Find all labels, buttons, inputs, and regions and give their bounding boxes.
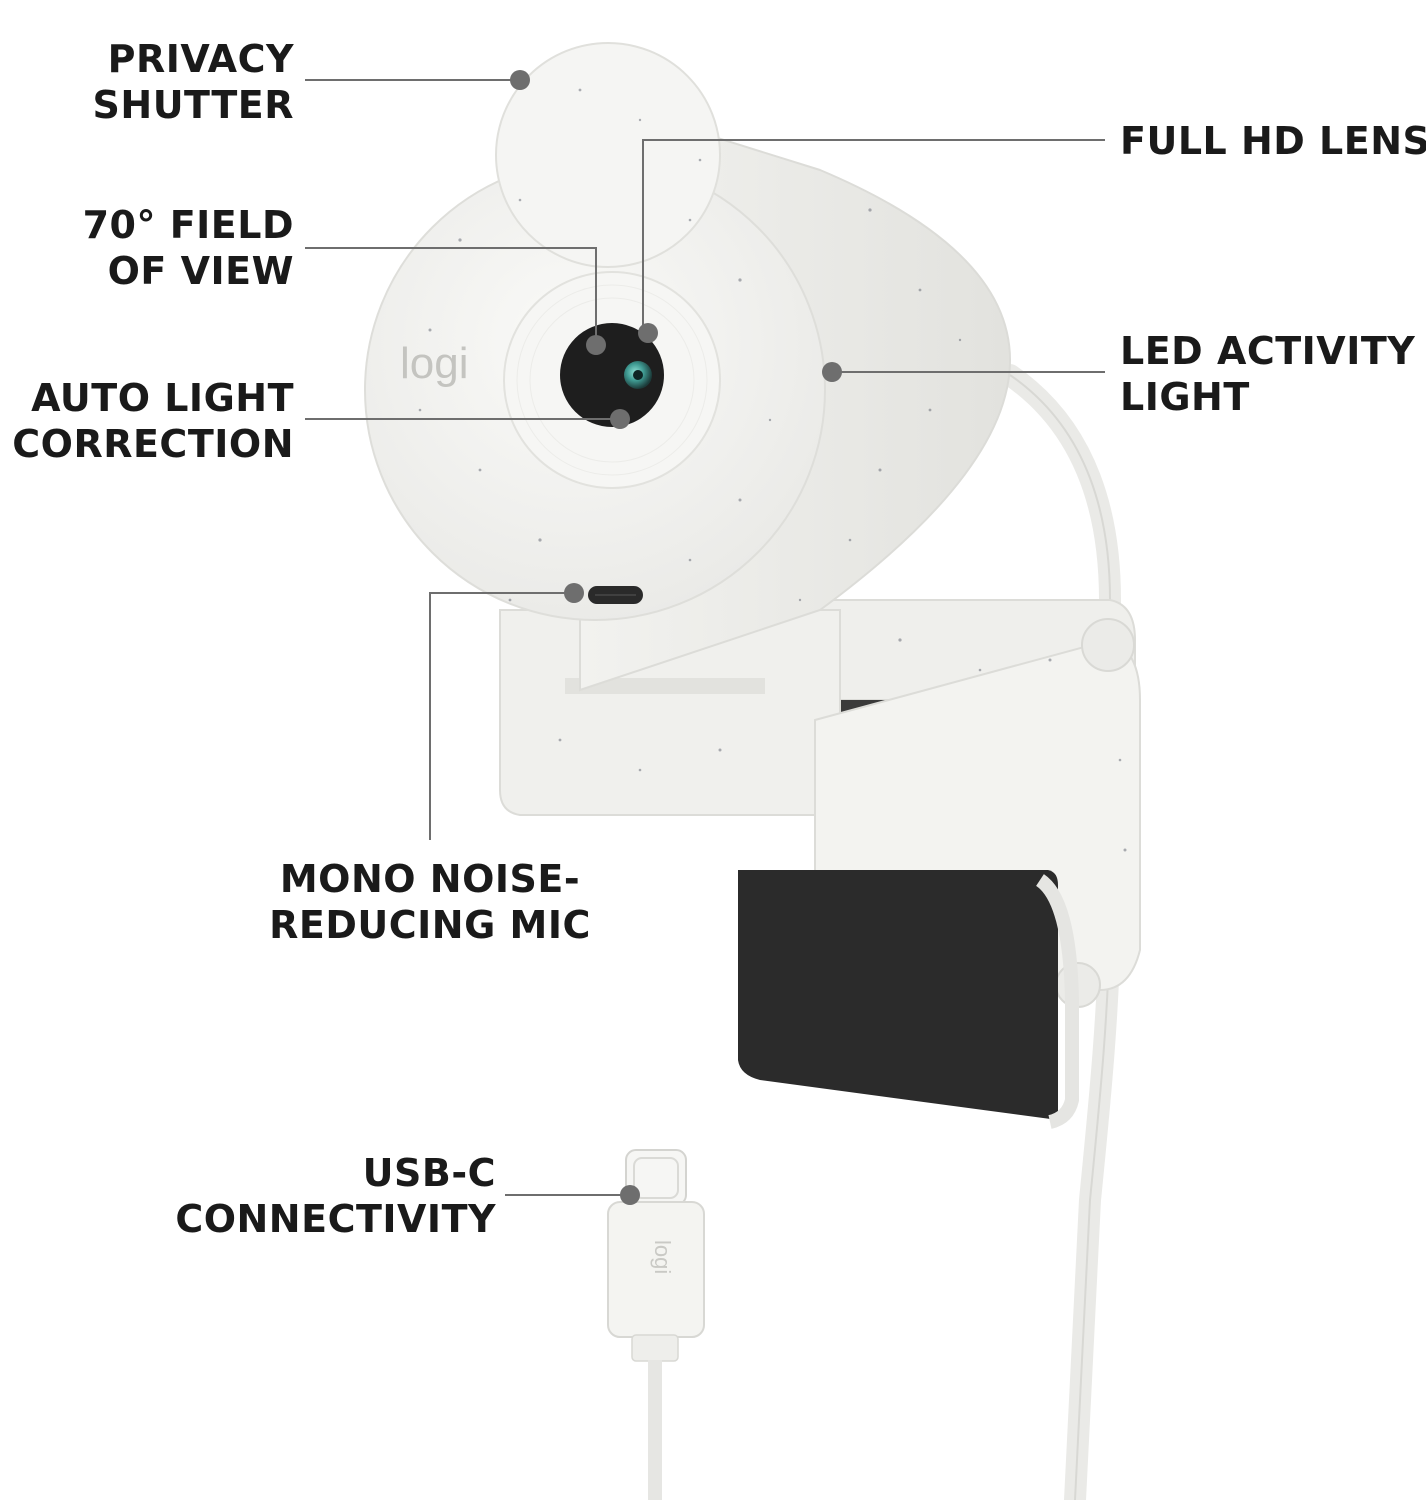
callout-led-activity-light: LED ACTIVITY LIGHT <box>1120 328 1415 420</box>
callout-dot-fov <box>586 335 606 355</box>
callout-dot-mic <box>564 583 584 603</box>
clip-pad <box>738 870 1058 1120</box>
front-logo: logi <box>400 339 469 388</box>
callout-usb-line2: CONNECTIVITY <box>175 1197 496 1241</box>
callout-auto-light-line1: AUTO LIGHT <box>31 376 294 420</box>
callout-field-of-view-line1: 70° FIELD <box>82 203 294 247</box>
privacy-shutter-disc <box>495 42 721 268</box>
callout-mono-mic: MONO NOISE- REDUCING MIC <box>255 856 605 948</box>
speckle-pattern <box>418 88 1127 852</box>
callout-full-hd-line1: FULL HD LENS <box>1120 119 1426 163</box>
callout-dot-usb <box>620 1185 640 1205</box>
callout-full-hd-lens: FULL HD LENS <box>1120 118 1426 164</box>
callout-privacy-shutter-line1: PRIVACY <box>107 37 294 81</box>
callout-led-line2: LIGHT <box>1120 375 1250 419</box>
callout-dot-full-hd <box>638 323 658 343</box>
callout-dots <box>510 70 842 1205</box>
callout-usb-line1: USB-C <box>362 1151 496 1195</box>
callout-dot-auto-light <box>610 409 630 429</box>
callout-field-of-view: 70° FIELD OF VIEW <box>83 202 294 294</box>
callout-dot-privacy <box>510 70 530 90</box>
callout-usb-c: USB-C CONNECTIVITY <box>175 1150 496 1242</box>
callout-line-full-hd <box>642 139 1105 333</box>
callout-auto-light-correction: AUTO LIGHT CORRECTION <box>12 375 294 467</box>
callout-privacy-shutter: PRIVACY SHUTTER <box>93 36 294 128</box>
callout-mic-line2: REDUCING MIC <box>269 903 591 947</box>
callout-dot-led <box>822 362 842 382</box>
lens-housing <box>560 323 664 427</box>
callout-auto-light-line2: CORRECTION <box>12 422 294 466</box>
callout-lines <box>305 79 1105 1196</box>
callout-mic-line1: MONO NOISE- <box>279 857 581 901</box>
callout-line-fov <box>305 247 597 345</box>
cable-logo: logi <box>650 1240 675 1274</box>
callout-privacy-shutter-line2: SHUTTER <box>92 83 294 127</box>
callout-field-of-view-line2: OF VIEW <box>107 249 294 293</box>
callout-line-mic <box>429 592 574 840</box>
callout-led-line1: LED ACTIVITY <box>1120 329 1416 373</box>
